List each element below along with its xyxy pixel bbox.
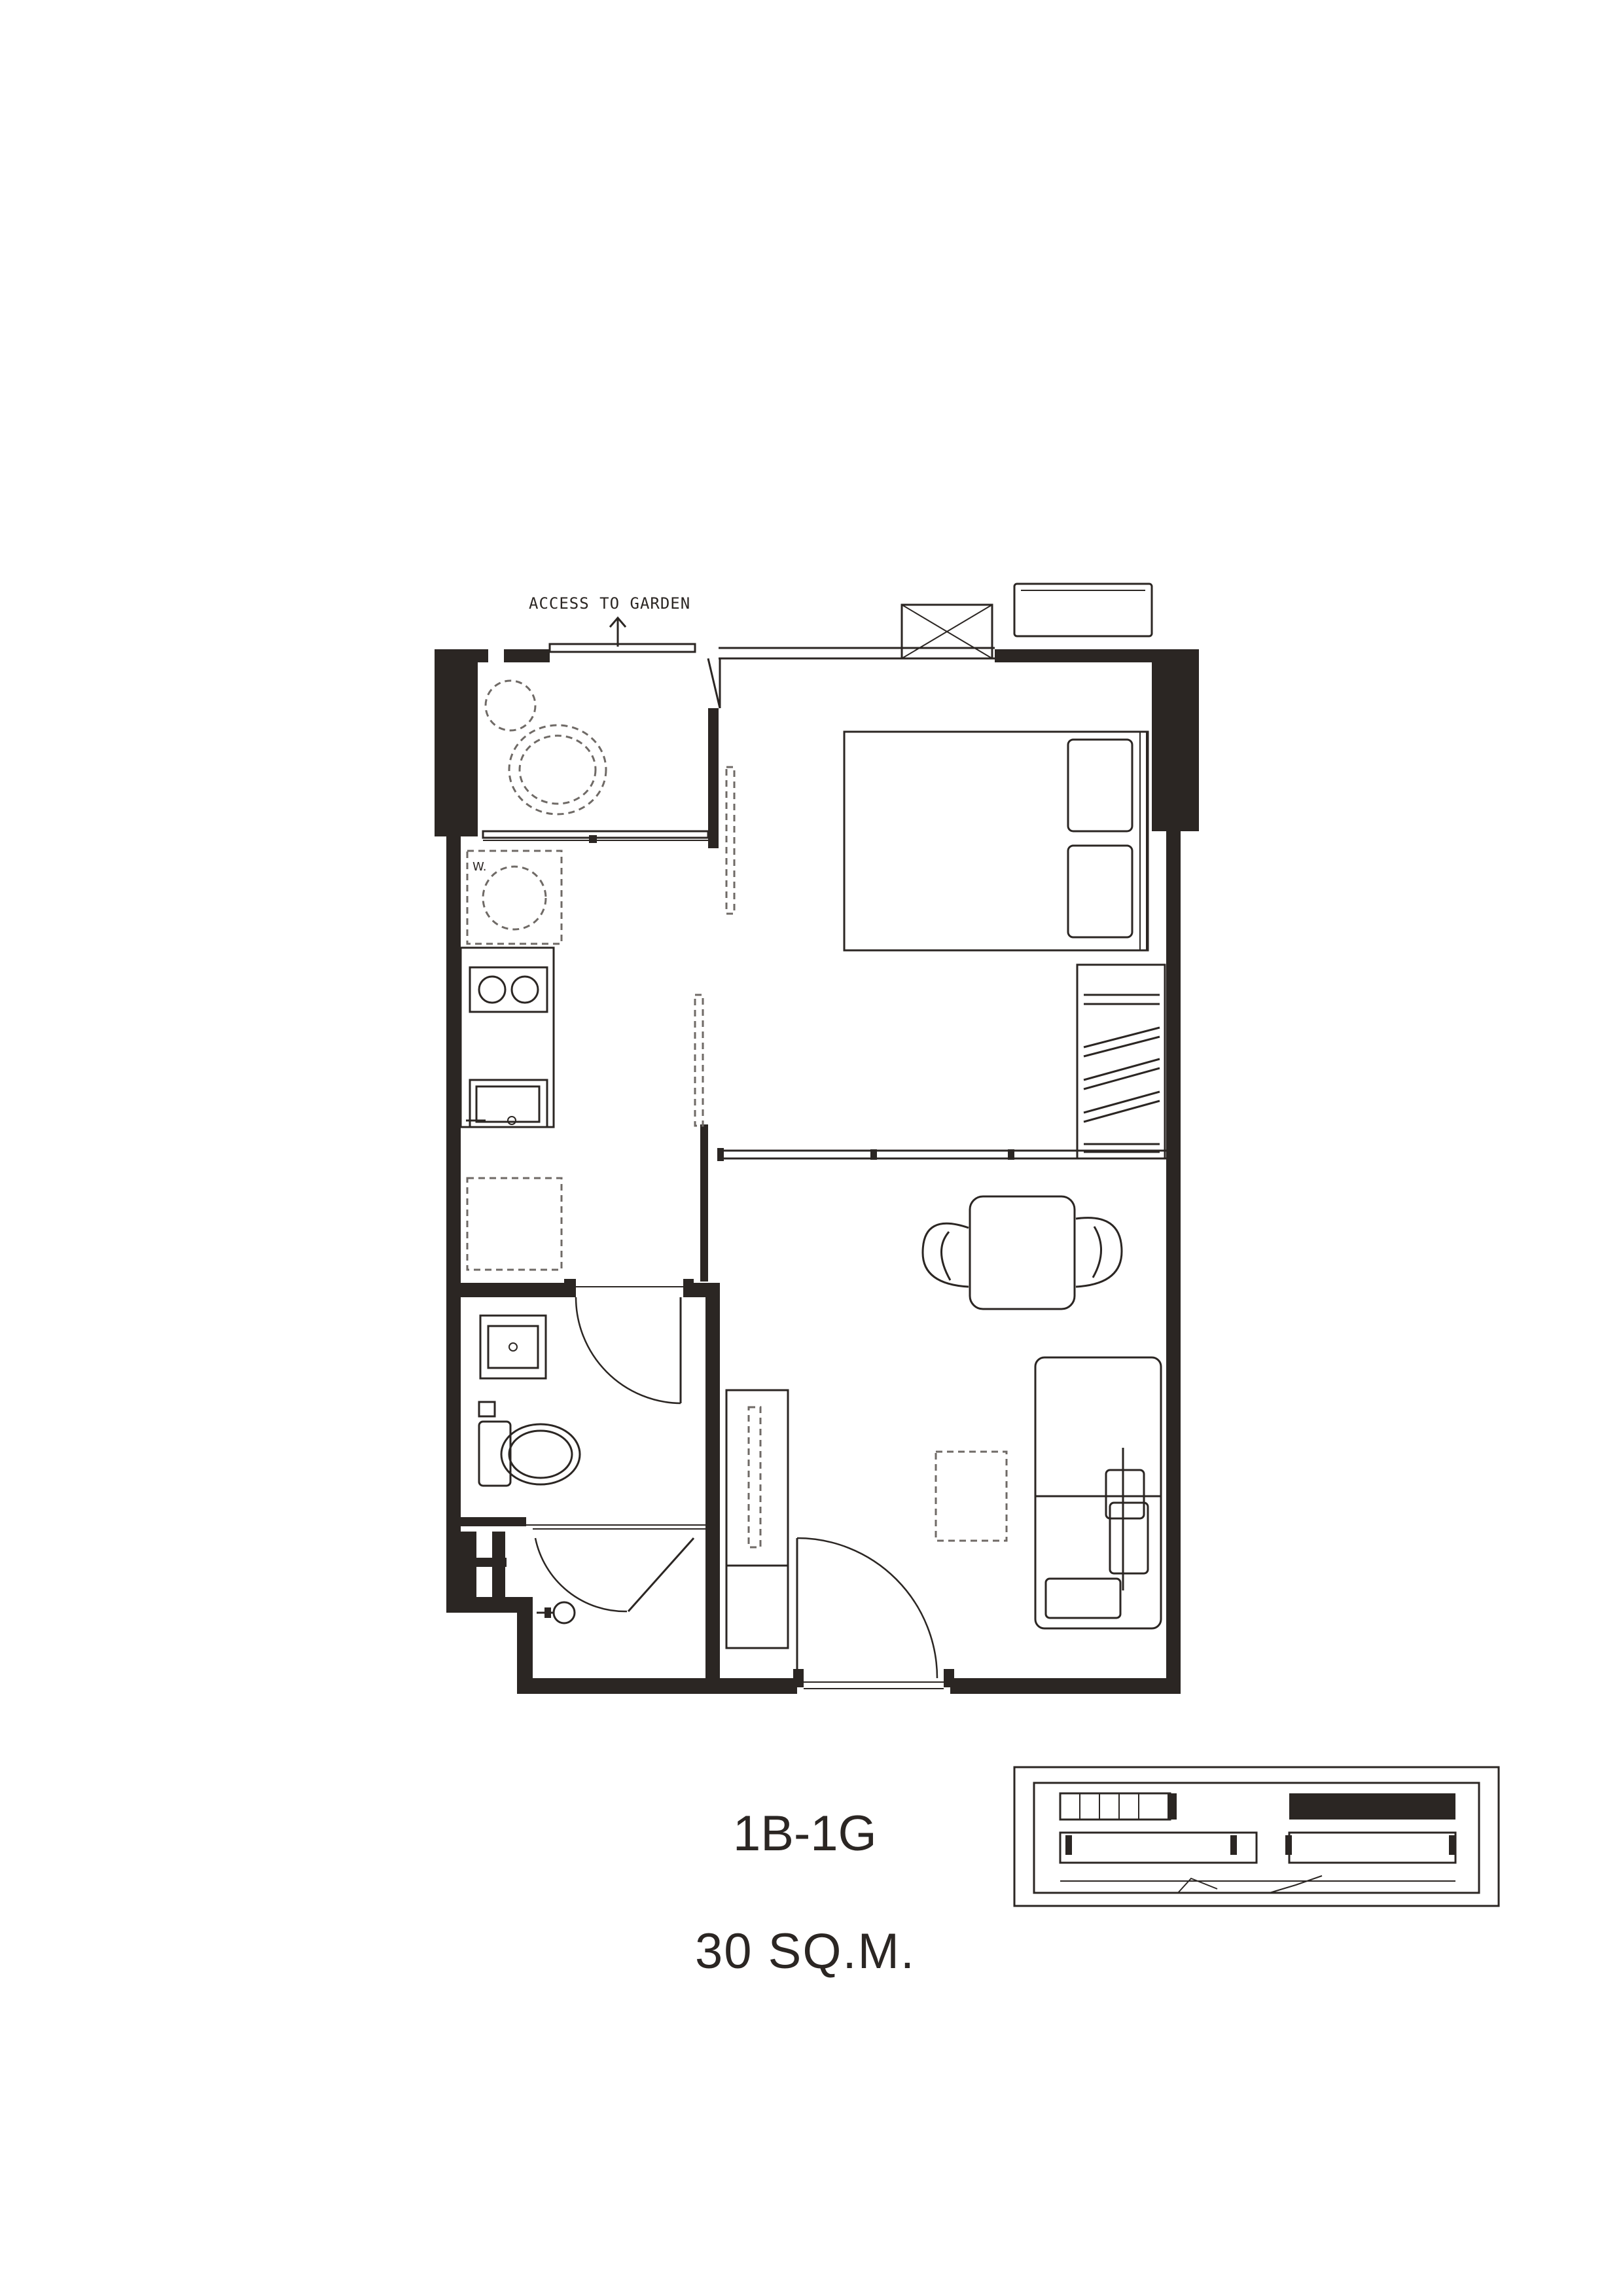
bed-icon <box>843 730 1149 952</box>
sink-icon <box>466 1085 541 1125</box>
water-heater-icon <box>537 1601 576 1624</box>
sink-icon <box>479 1314 547 1380</box>
sofa-icon <box>1034 1356 1162 1630</box>
ac-unit <box>1013 583 1153 637</box>
fridge <box>466 1177 563 1271</box>
toilet-tank-small <box>478 1401 496 1418</box>
bathroom-door <box>564 1279 694 1405</box>
washing-machine: W. <box>466 850 563 945</box>
bedroom-sliding-partition <box>717 1148 1166 1161</box>
walls <box>435 649 1199 1694</box>
dining-table-icon <box>921 1195 1123 1310</box>
windows <box>548 603 995 709</box>
kitchen-sliding-door <box>694 994 704 1127</box>
wardrobe <box>1076 963 1166 1160</box>
tv-console <box>725 1389 789 1649</box>
key-plan <box>1013 1766 1500 1907</box>
up-arrow-icon <box>609 616 627 647</box>
balcony-furniture <box>484 679 607 816</box>
cooktop-icon <box>469 966 548 1013</box>
storage-door <box>533 1528 705 1613</box>
coffee-table <box>935 1450 1008 1542</box>
toilet-icon <box>478 1420 581 1487</box>
unit-area: 30 SQ.M. <box>695 1924 916 1979</box>
washer-label: W. <box>473 860 486 874</box>
sink-frame <box>469 1079 548 1128</box>
entrance-door <box>793 1537 954 1689</box>
unit-code: 1B-1G <box>733 1806 877 1861</box>
access-to-garden-label: ACCESS TO GARDEN <box>529 594 690 613</box>
bedroom-dashed-door <box>725 766 736 915</box>
balcony-sliding-door <box>482 830 709 843</box>
